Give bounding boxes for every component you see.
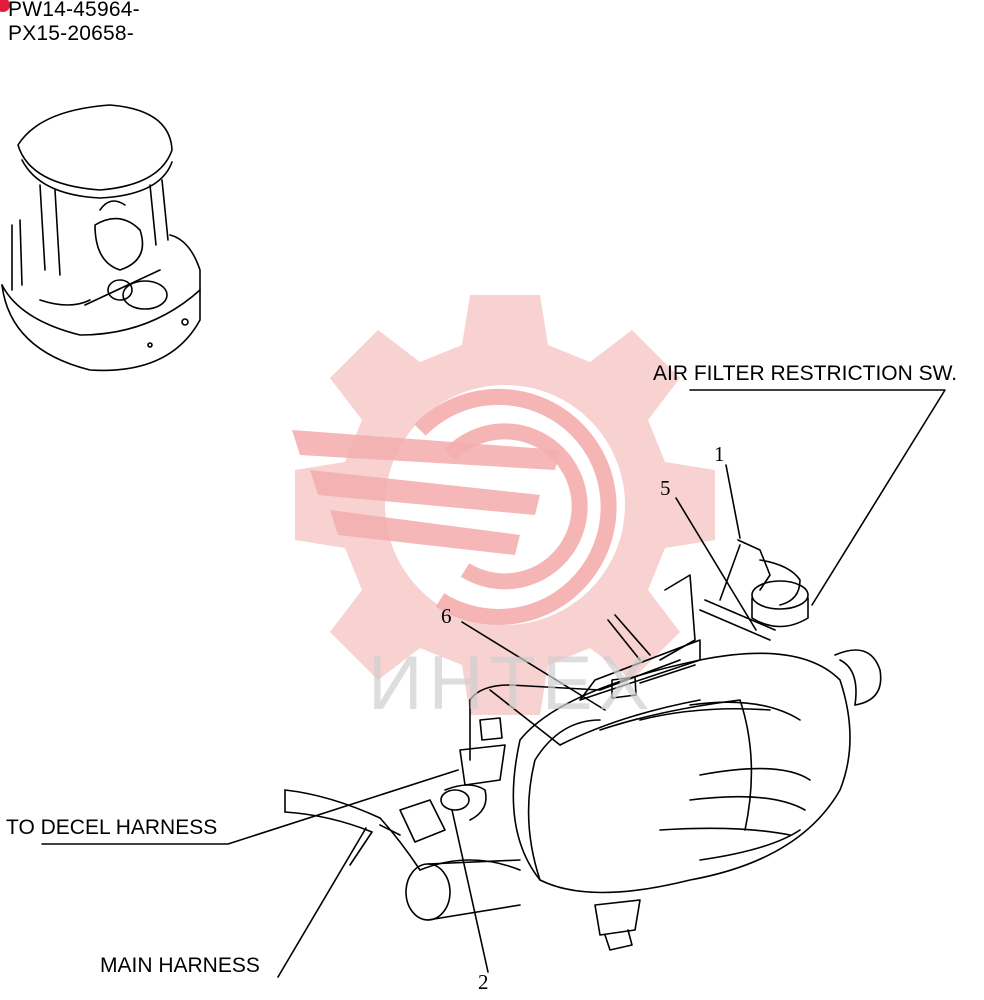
part-number-5: 5 [660,476,671,500]
main-harness-label: MAIN HARNESS [100,954,260,977]
watermark-text: ИНТЕХ [368,641,656,726]
part-number-1: 1 [714,442,725,466]
machine-thumbnail-icon [1,104,201,372]
part-number-2: 2 [478,970,489,994]
serial-range-2: PX15-20658- [8,22,134,45]
part-number-6: 6 [441,604,452,628]
serial-range-1: PW14-45964- [8,0,140,21]
air-filter-switch-label: AIR FILTER RESTRICTION SW. [653,362,958,385]
corner-marker-icon [0,0,10,12]
decel-harness-label: TO DECEL HARNESS [6,816,218,839]
